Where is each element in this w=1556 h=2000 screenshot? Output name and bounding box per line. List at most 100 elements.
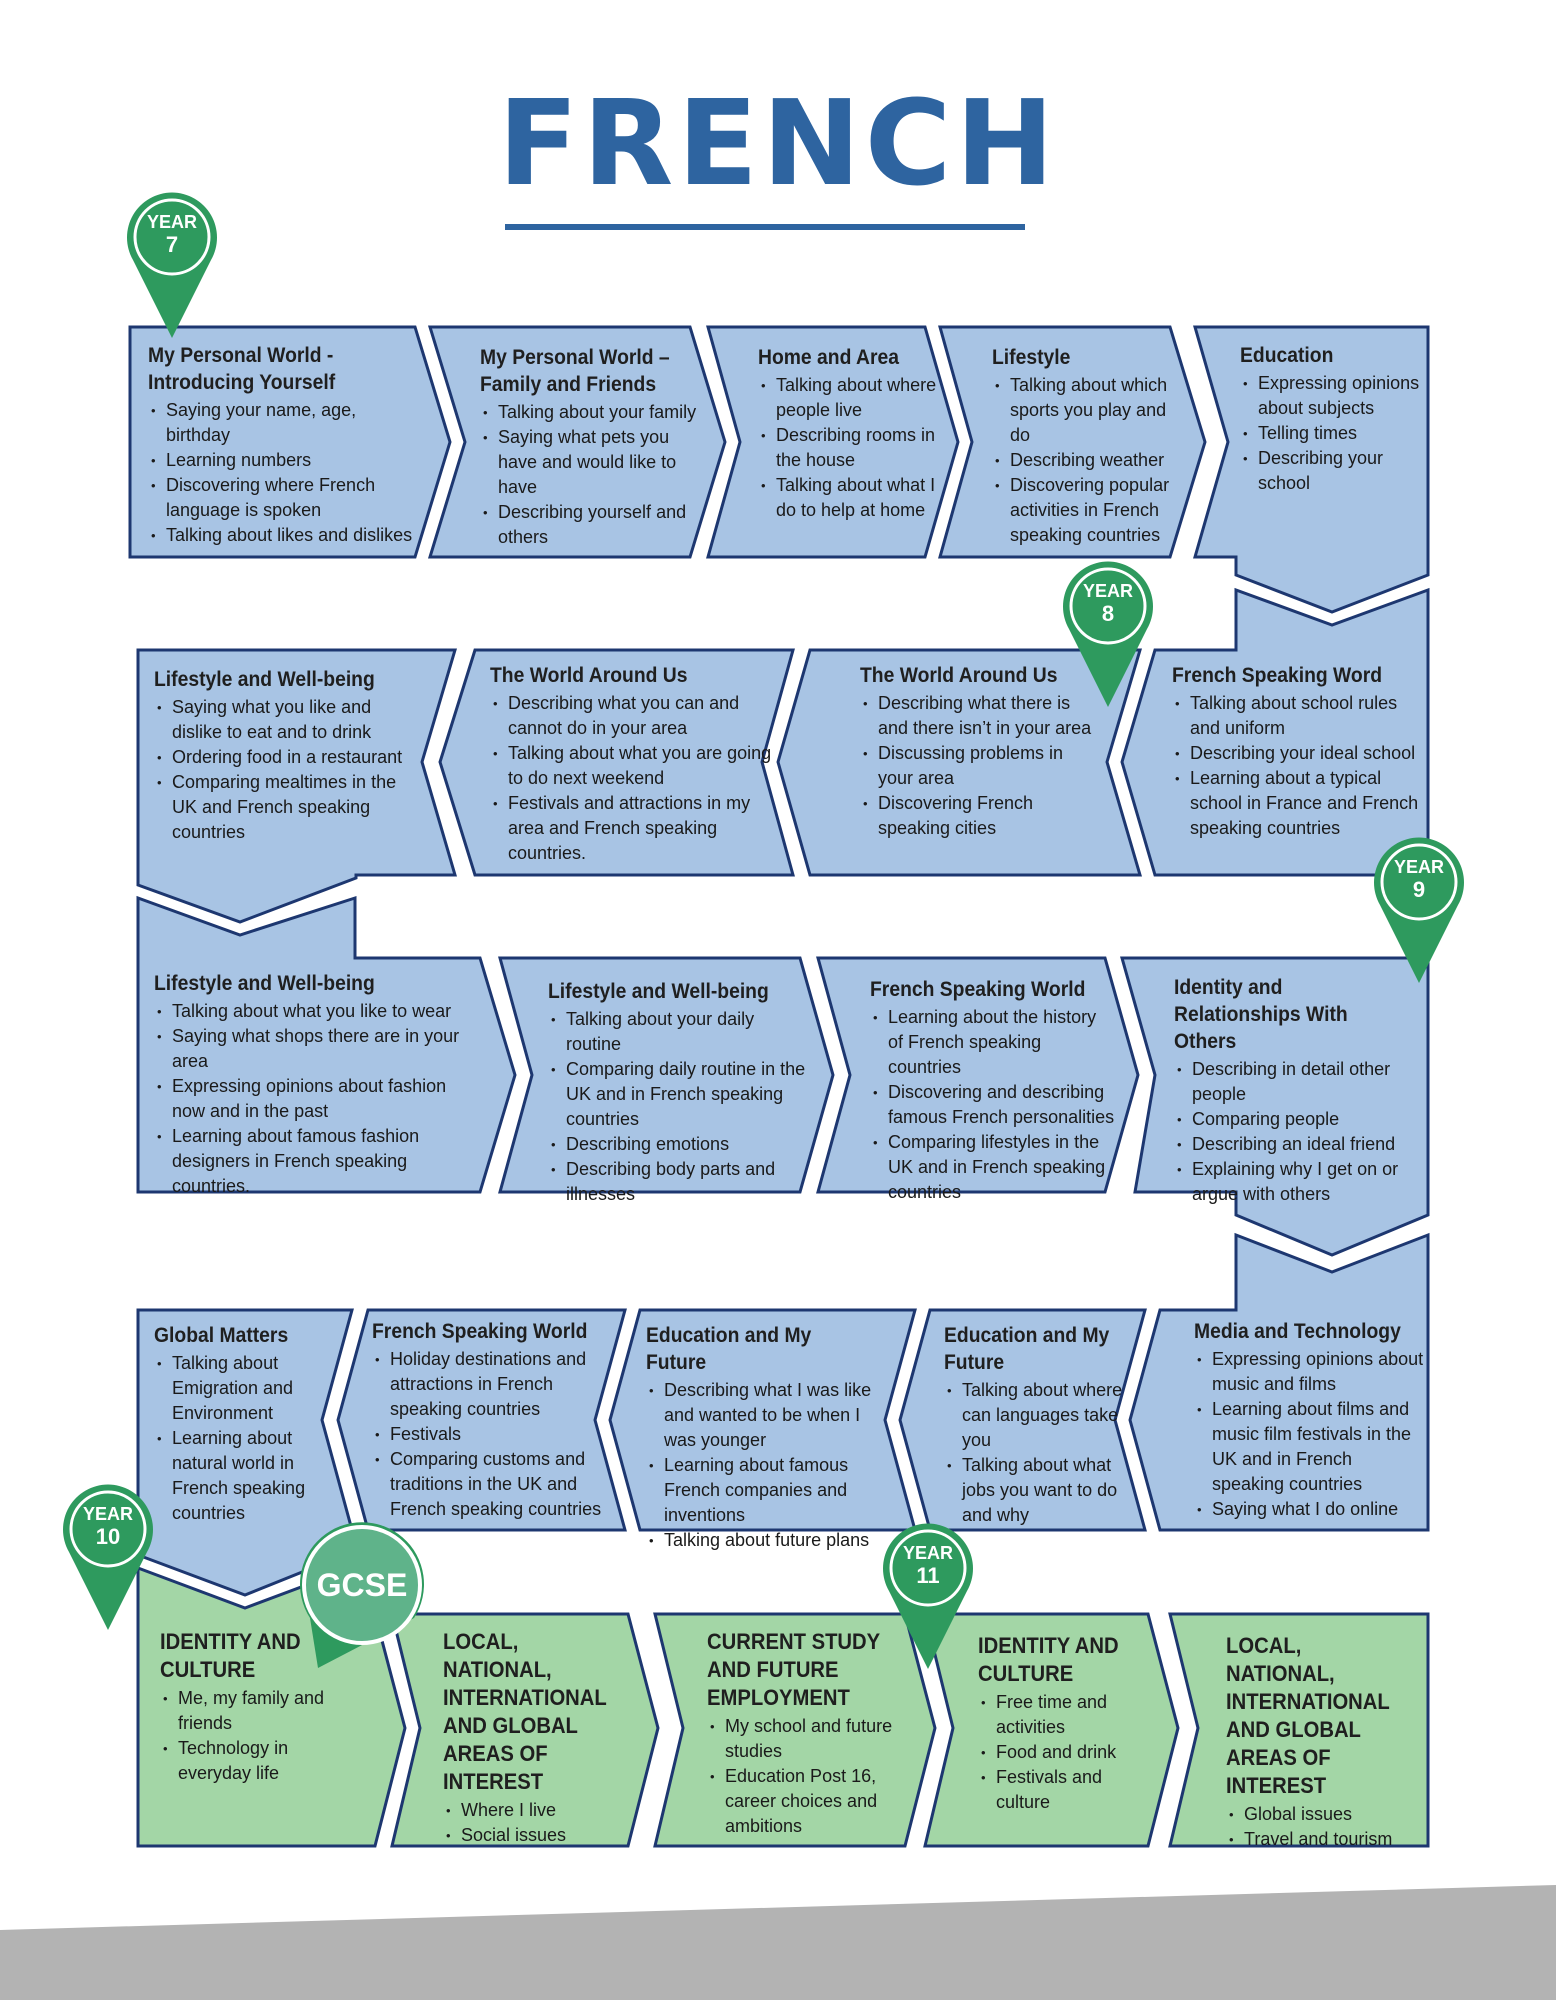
box-list: Where I live Social issues xyxy=(443,1798,643,1848)
list-item: Describing body parts and illnesses xyxy=(548,1157,814,1207)
list-item: Comparing lifestyles in the UK and in Fr… xyxy=(870,1130,1116,1205)
box-title: Lifestyle xyxy=(992,346,1071,369)
list-item: Describing yourself and others xyxy=(480,500,705,550)
pin-year-11-icon xyxy=(883,1523,973,1669)
list-item: Comparing daily routine in the UK and in… xyxy=(548,1057,814,1132)
title-underline xyxy=(505,224,1025,230)
footer-band xyxy=(0,1885,1556,2000)
row4-box5: Media and Technology Expressing opinions… xyxy=(1194,1318,1424,1522)
list-item: Where I live xyxy=(443,1798,643,1823)
list-item: Learning about natural world in French s… xyxy=(154,1426,332,1526)
box-list: Saying your name, age, birthday Learning… xyxy=(148,398,418,548)
pin-number: 8 xyxy=(1101,601,1115,626)
list-item: Education Post 16, career choices and am… xyxy=(707,1764,903,1839)
row2-box4: French Speaking Word Talking about schoo… xyxy=(1172,662,1424,841)
list-item: Talking about which sports you play and … xyxy=(992,373,1182,448)
list-item: Expressing opinions about fashion now an… xyxy=(154,1074,484,1124)
pin-word: YEAR xyxy=(1082,581,1133,601)
box-title: The World Around Us xyxy=(490,664,688,687)
box-list: Describing in detail other people Compar… xyxy=(1174,1057,1426,1207)
list-item: Free time and activities xyxy=(978,1690,1148,1740)
row5-box2: LOCAL, NATIONAL, INTERNATIONAL AND GLOBA… xyxy=(443,1628,643,1848)
row4-box1: Global Matters Talking about Emigration … xyxy=(154,1322,332,1526)
box-title: French Speaking World xyxy=(372,1320,588,1343)
list-item: Ordering food in a restaurant xyxy=(154,745,414,770)
box-list: Talking about where people live Describi… xyxy=(758,373,940,523)
row5-box5: LOCAL, NATIONAL, INTERNATIONAL AND GLOBA… xyxy=(1226,1632,1422,1852)
row1-box1: My Personal World - Introducing Yourself… xyxy=(148,342,418,548)
row2-box3: The World Around Us Describing what ther… xyxy=(860,662,1096,841)
gcse-label: GCSE xyxy=(316,1567,408,1603)
box-title: Education and My Future xyxy=(944,1324,1110,1374)
pin-word: YEAR xyxy=(82,1504,133,1524)
list-item: Food and drink xyxy=(978,1740,1148,1765)
row1-box3: Home and Area Talking about where people… xyxy=(758,344,940,523)
box-title: Identity and Relationships With Others xyxy=(1174,976,1348,1053)
box-title: French Speaking World xyxy=(870,978,1086,1001)
list-item: Discussing problems in your area xyxy=(860,741,1096,791)
box-list: Talking about your daily routine Compari… xyxy=(548,1007,814,1207)
box-list: Free time and activities Food and drink … xyxy=(978,1690,1148,1815)
pin-word: YEAR xyxy=(1393,857,1444,877)
list-item: Describing your ideal school xyxy=(1172,741,1424,766)
list-item: Talking about where can languages take y… xyxy=(944,1378,1126,1453)
list-item: Describing what you can and cannot do in… xyxy=(490,691,790,741)
list-item: Expressing opinions about music and film… xyxy=(1194,1347,1424,1397)
list-item: Describing your school xyxy=(1240,446,1424,496)
box-list: Saying what you like and dislike to eat … xyxy=(154,695,414,845)
row3-box3: French Speaking World Learning about the… xyxy=(870,976,1116,1205)
row1-box5: Education Expressing opinions about subj… xyxy=(1240,342,1424,496)
pin-number: 7 xyxy=(165,232,179,257)
row4-box3: Education and My Future Describing what … xyxy=(646,1322,894,1553)
list-item: Learning about famous French companies a… xyxy=(646,1453,894,1528)
list-item: Talking about what you like to wear xyxy=(154,999,484,1024)
row2-box1: Lifestyle and Well-being Saying what you… xyxy=(154,666,414,845)
box-title: Lifestyle and Well-being xyxy=(548,980,769,1003)
list-item: Discovering French speaking cities xyxy=(860,791,1096,841)
row5-box3: CURRENT STUDY AND FUTURE EMPLOYMENT My s… xyxy=(707,1628,903,1839)
list-item: Holiday destinations and attractions in … xyxy=(372,1347,608,1422)
list-item: Saying your name, age, birthday xyxy=(148,398,418,448)
box-list: My school and future studies Education P… xyxy=(707,1714,903,1839)
list-item: Telling times xyxy=(1240,421,1424,446)
box-list: Holiday destinations and attractions in … xyxy=(372,1347,608,1522)
list-item: Describing an ideal friend xyxy=(1174,1132,1426,1157)
list-item: Learning about a typical school in Franc… xyxy=(1172,766,1424,841)
list-item: Learning about famous fashion designers … xyxy=(154,1124,484,1199)
list-item: Comparing customs and traditions in the … xyxy=(372,1447,608,1522)
list-item: Describing weather xyxy=(992,448,1182,473)
list-item: Expressing opinions about subjects xyxy=(1240,371,1424,421)
box-title: French Speaking Word xyxy=(1172,664,1383,687)
list-item: Talking about future plans xyxy=(646,1528,894,1553)
list-item: Describing rooms in the house xyxy=(758,423,940,473)
list-item: Talking about your family xyxy=(480,400,705,425)
list-item: Travel and tourism xyxy=(1226,1827,1422,1852)
box-title: Home and Area xyxy=(758,346,900,369)
row2-box2: The World Around Us Describing what you … xyxy=(490,662,790,866)
box-list: Expressing opinions about music and film… xyxy=(1194,1347,1424,1522)
box-list: Describing what you can and cannot do in… xyxy=(490,691,790,866)
list-item: Discovering where French language is spo… xyxy=(148,473,418,523)
box-title: Global Matters xyxy=(154,1324,289,1347)
box-title: LOCAL, NATIONAL, INTERNATIONAL AND GLOBA… xyxy=(1226,1633,1390,1798)
box-title: Lifestyle and Well-being xyxy=(154,972,375,995)
list-item: Saying what pets you have and would like… xyxy=(480,425,705,500)
list-item: Talking about where people live xyxy=(758,373,940,423)
box-list: Learning about the history of French spe… xyxy=(870,1005,1116,1205)
list-item: Talking about what jobs you want to do a… xyxy=(944,1453,1126,1528)
row4-box2: French Speaking World Holiday destinatio… xyxy=(372,1318,608,1522)
box-title: IDENTITY AND CULTURE xyxy=(978,1633,1119,1686)
box-list: Talking about which sports you play and … xyxy=(992,373,1182,548)
box-title: Education xyxy=(1240,344,1334,367)
pin-year-11-label: YEAR 11 xyxy=(888,1543,968,1589)
pin-year-9-label: YEAR 9 xyxy=(1379,857,1459,903)
list-item: Learning numbers xyxy=(148,448,418,473)
list-item: Discovering popular activities in French… xyxy=(992,473,1182,548)
list-item: Global issues xyxy=(1226,1802,1422,1827)
pin-word: YEAR xyxy=(146,212,197,232)
box-list: Talking about school rules and uniform D… xyxy=(1172,691,1424,841)
list-item: Festivals and culture xyxy=(978,1765,1148,1815)
box-list: Talking about where can languages take y… xyxy=(944,1378,1126,1528)
box-list: Describing what there is and there isn’t… xyxy=(860,691,1096,841)
pin-year-7-label: YEAR 7 xyxy=(132,212,212,258)
